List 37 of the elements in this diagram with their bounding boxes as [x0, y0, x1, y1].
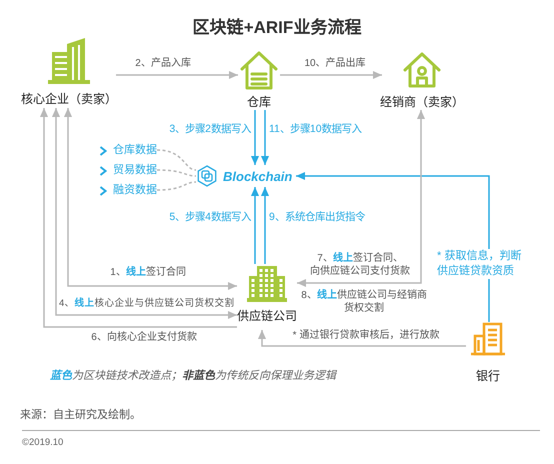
arrow	[260, 110, 270, 165]
node-label: 核心企业（卖家）	[21, 92, 117, 107]
arrow	[116, 70, 238, 80]
title: 区块链+ARIF业务流程	[192, 17, 362, 39]
note-text: 蓝色为区块链技术改造点；非蓝色为传统反向保理业务逻辑	[50, 369, 336, 383]
node-label: Blockchain	[223, 168, 292, 184]
edge-label: 9、系统仓库出货指令	[269, 211, 365, 224]
arrow	[258, 330, 466, 347]
node-label: 银行	[476, 369, 500, 384]
node-label: 供应链公司	[237, 309, 297, 324]
node-label: 仓库	[247, 95, 271, 110]
connector-line	[156, 181, 196, 191]
edge-label: 4、线上核心企业与供应链公司货权交割	[59, 297, 234, 310]
copyright-text: ©2019.10	[22, 437, 64, 449]
node-label: 仓库数据	[113, 143, 157, 158]
source-text: 来源：自主研究及绘制。	[20, 408, 141, 422]
edge-label: 3、步骤2数据写入	[169, 123, 251, 136]
arrow	[296, 172, 490, 322]
connector-line	[156, 169, 196, 177]
edge-label: 10、产品出库	[304, 57, 366, 70]
annotation-text: 8、线上供应链公司与经销商货权交割	[300, 289, 428, 315]
arrow	[250, 187, 260, 264]
connector-line	[156, 149, 196, 171]
node-label: 融资数据	[113, 183, 157, 198]
edge-label: 11、步骤10数据写入	[269, 123, 362, 136]
node-label: 贸易数据	[113, 163, 157, 178]
arrow	[250, 110, 260, 165]
arrow	[280, 70, 382, 80]
edge-label: 6、向核心企业支付货款	[91, 331, 197, 344]
arrow	[64, 108, 237, 290]
edge-label: 1、线上签订合同	[110, 266, 186, 279]
arrow	[297, 110, 426, 288]
edge-label: * 通过银行贷款审核后，进行放款	[292, 329, 440, 342]
edge-label: 2、产品入库	[135, 57, 191, 70]
arrow	[260, 187, 270, 264]
edge-label: 5、步骤4数据写入	[169, 211, 251, 224]
node-label: 经销商（卖家）	[380, 95, 464, 110]
